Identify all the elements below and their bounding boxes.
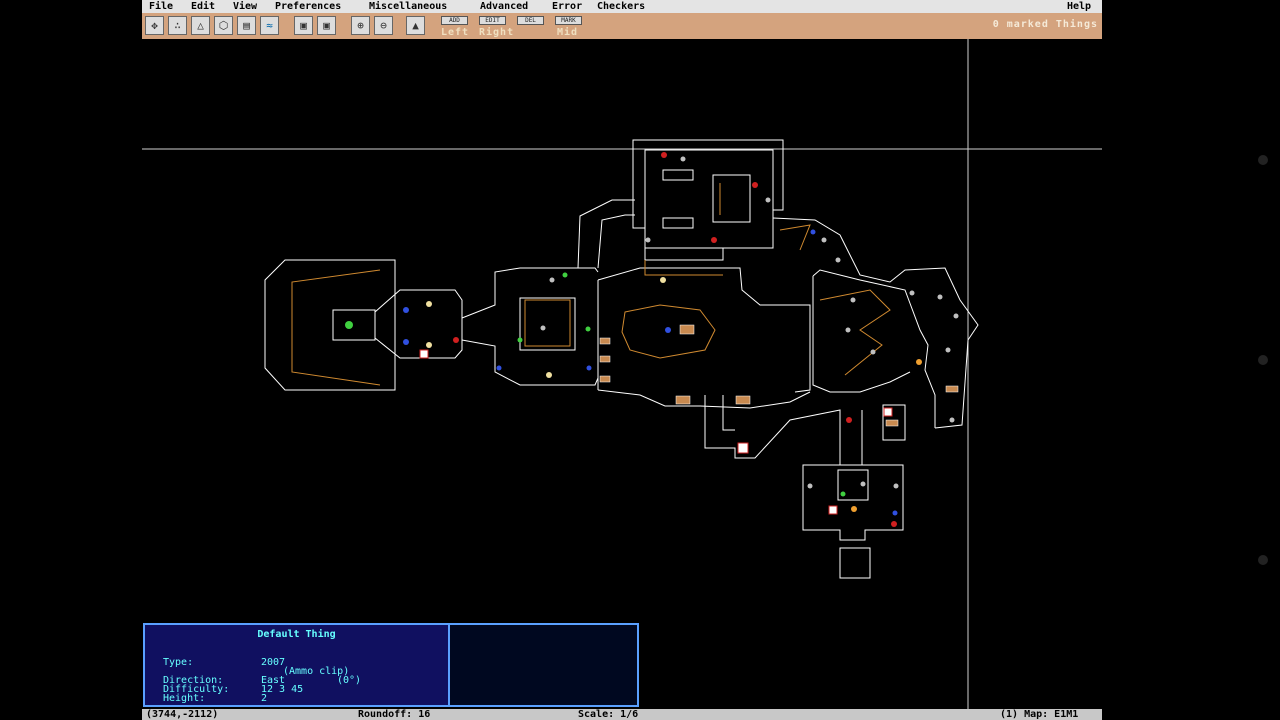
direction-label: Direction:	[163, 675, 224, 686]
menu-view[interactable]: View	[233, 0, 257, 13]
type-value: 2007	[261, 657, 286, 668]
map-canvas[interactable]	[142, 39, 1102, 709]
map-steps	[291, 183, 891, 386]
menu-file-label: File	[149, 1, 174, 12]
add-button[interactable]: ADD	[441, 16, 468, 25]
menu-advanced[interactable]: Advanced	[480, 0, 528, 13]
menu-edit-label: Edit	[191, 1, 216, 12]
status-bar: (3744,-2112) Roundoff: 16 Scale: 1/6 (1)…	[142, 709, 1102, 720]
menu-file[interactable]: File	[149, 0, 173, 13]
info-title: Default Thing	[257, 629, 336, 640]
marked-things-count: 0 marked Things	[992, 19, 1098, 30]
things-mode-icon[interactable]: ✥	[145, 16, 164, 35]
mark-button[interactable]: MARK	[555, 16, 582, 25]
difficulty-label: Difficulty:	[163, 684, 230, 695]
map-things-markers	[345, 152, 959, 702]
info-divider	[448, 625, 450, 705]
type-name: (Ammo clip)	[283, 666, 350, 677]
cursor-coords: (3744,-2112)	[146, 709, 219, 720]
menu-edit[interactable]: Edit	[191, 0, 215, 13]
thing-preview	[450, 625, 637, 705]
check-map-icon[interactable]: ▲	[406, 16, 425, 35]
zoom-out-icon[interactable]: ⊖	[374, 16, 393, 35]
menu-preferences[interactable]: Preferences	[275, 0, 341, 13]
delete-button[interactable]: DEL	[517, 16, 544, 25]
type-label: Type:	[163, 657, 194, 668]
side-dot	[1258, 355, 1268, 365]
menu-preferences-label: Preferences	[275, 1, 342, 12]
mouse-right-label: Right	[479, 27, 515, 38]
roundoff-readout: Roundoff: 16	[358, 709, 431, 720]
toolbar: ✥ ∴ △ ⬡ ▤ ≈ ▣ ▣ ⊕ ⊖ ▲ ADD EDIT DEL MARK …	[142, 13, 1102, 39]
menu-misc-label: Miscellaneous	[369, 1, 448, 12]
menu-checkers-label: Checkers	[597, 1, 646, 12]
linedefs-mode-icon[interactable]: △	[191, 16, 210, 35]
side-dot	[1258, 555, 1268, 565]
menu-help[interactable]: Help	[1067, 0, 1091, 13]
menu-view-label: View	[233, 1, 258, 12]
textures-mode-icon[interactable]: ▤	[237, 16, 256, 35]
mouse-left-label: Left	[441, 27, 470, 38]
vertices-mode-icon[interactable]: ∴	[168, 16, 187, 35]
menu-error[interactable]: Error	[552, 0, 582, 13]
save-as-icon[interactable]: ▣	[317, 16, 336, 35]
menu-bar: File Edit View Preferences Miscellaneous…	[142, 0, 1102, 13]
editor-window: File Edit View Preferences Miscellaneous…	[142, 0, 1102, 720]
scale-readout: Scale: 1/6	[578, 709, 639, 720]
height-label: Height:	[163, 693, 206, 704]
menu-advanced-label: Advanced	[480, 1, 529, 12]
menu-checkers[interactable]: Checkers	[597, 0, 645, 13]
thing-info-panel: Default Thing Type: 2007 (Ammo clip) Dir…	[143, 623, 639, 707]
menu-miscellaneous[interactable]: Miscellaneous	[369, 0, 447, 13]
sectors-mode-icon[interactable]: ⬡	[214, 16, 233, 35]
map-walls	[264, 139, 979, 579]
menu-help-label: Help	[1067, 1, 1092, 12]
mouse-mid-label: Mid	[557, 27, 579, 38]
difficulty-value: 12 3 45	[261, 684, 304, 695]
edit-button[interactable]: EDIT	[479, 16, 506, 25]
zoom-in-icon[interactable]: ⊕	[351, 16, 370, 35]
direction-angle: (0°)	[337, 675, 362, 686]
side-dot	[1258, 155, 1268, 165]
direction-value: East	[261, 675, 286, 686]
save-icon[interactable]: ▣	[294, 16, 313, 35]
map-mode-icon[interactable]: ≈	[260, 16, 279, 35]
map-readout: (1) Map: E1M1	[1000, 709, 1079, 720]
height-value: 2	[261, 693, 268, 704]
menu-error-label: Error	[552, 1, 583, 12]
map-things-crates	[599, 324, 959, 427]
